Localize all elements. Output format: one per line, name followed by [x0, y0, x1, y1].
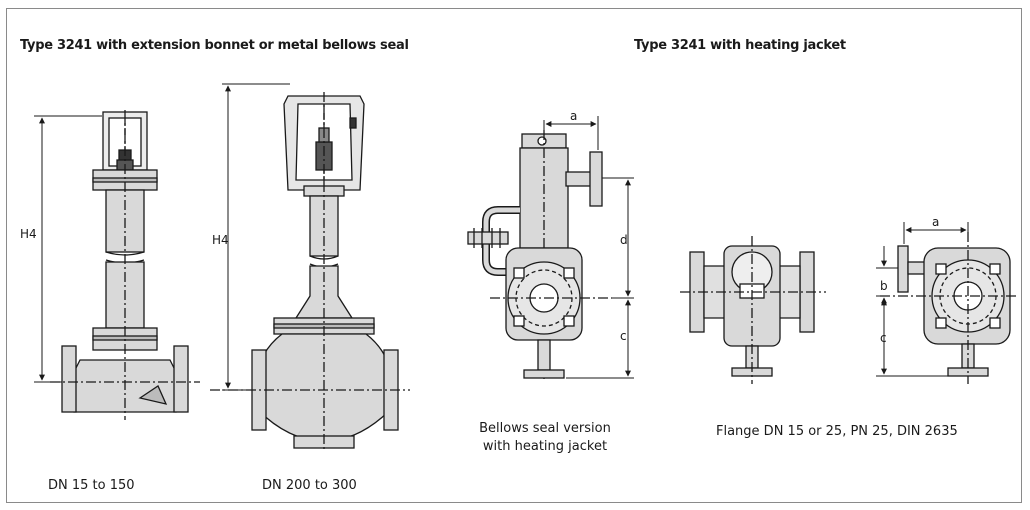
flange-front-view-drawing: [880, 232, 1018, 384]
flange-dimension-lines: [876, 222, 969, 377]
caption-dn15-to-150: DN 15 to 150: [48, 478, 135, 493]
caption-dn200-to-300: DN 200 to 300: [262, 478, 357, 493]
h4-label-large: H4: [212, 233, 229, 247]
heading-extension-bonnet: Type 3241 with extension bonnet or metal…: [20, 38, 409, 53]
c-label-flange: c: [880, 331, 887, 345]
caption-bellows-line1: Bellows seal version: [479, 421, 611, 436]
caption-flange: Flange DN 15 or 25, PN 25, DIN 2635: [716, 424, 958, 439]
d-label-bellows: d: [620, 233, 628, 247]
caption-bellows-seal: Bellows seal version with heating jacket: [470, 420, 620, 456]
c-label-bellows: c: [620, 329, 627, 343]
h4-dimension-line-large: [222, 83, 290, 391]
h4-label-small: H4: [20, 227, 37, 241]
valve-dn15-drawing: [50, 110, 200, 420]
valve-bellows-heating-drawing: [467, 130, 612, 380]
bellows-dimension-lines: [543, 116, 634, 379]
a-label-flange: a: [932, 215, 939, 229]
valve-dn200-drawing: [210, 92, 410, 450]
b-label-flange: b: [880, 279, 888, 293]
a-label-bellows: a: [570, 109, 577, 123]
figure-frame: [6, 8, 1022, 503]
heading-heating-jacket: Type 3241 with heating jacket: [634, 38, 846, 53]
h4-dimension-line-small: [34, 115, 102, 383]
flange-side-view-drawing: [680, 236, 826, 384]
caption-bellows-line2: with heating jacket: [482, 439, 608, 454]
